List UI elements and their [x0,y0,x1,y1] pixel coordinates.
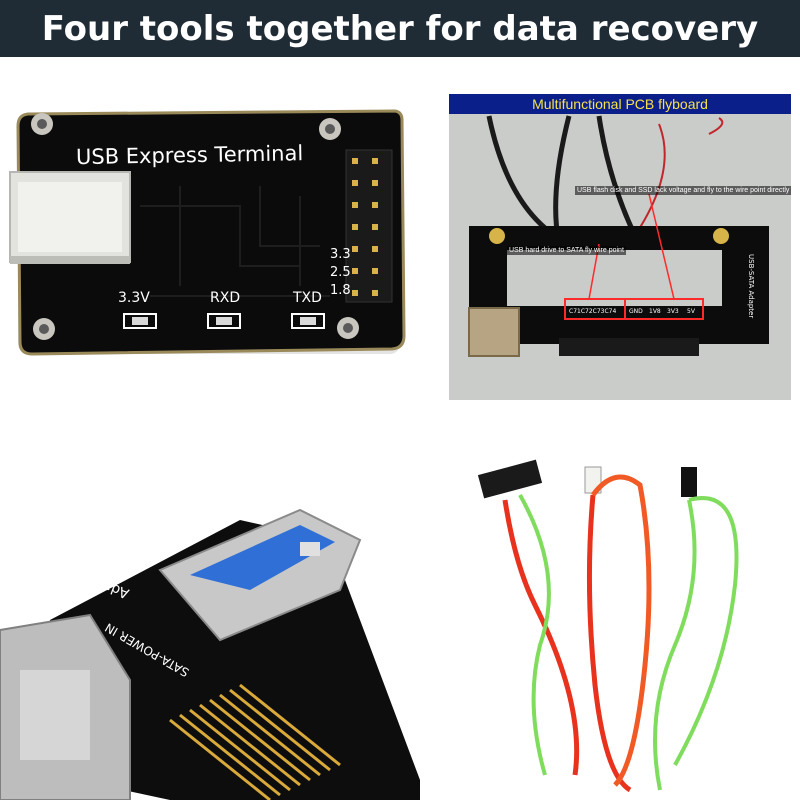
led-label-3v3: 3.3V [118,290,150,306]
flyboard-title: Multifunctional PCB flyboard [449,94,791,114]
adapter-pcb-photo: Adapter PC SATA-POWER IN [0,470,420,800]
voltage-label-2: 2.5 [330,265,351,280]
pin-header [345,149,393,303]
led-label-txd: TXD [292,290,322,306]
adapter-side-label: USB-SATA Adapter [747,254,755,318]
pad-1v8: 1V8 [649,308,661,315]
pads-left-label: C71C72C73C74 [569,308,616,315]
voltage-label-1: 3.3 [330,247,351,262]
flyboard-note-sata: USB hard drive to SATA fly wire point [507,246,626,255]
usb-a-port [158,508,362,642]
pcb-flyboard-photo: C71C72C73C74 GND 1V8 3V3 5V USB-SATA Ada… [449,94,791,400]
pad-gnd: GND [629,308,643,315]
usb-express-terminal-photo: USB Express Terminal 3.3 2.5 1.8 3.3V RX… [0,86,430,416]
led-label-rxd: RXD [210,290,240,306]
sata-cables-photo [445,445,800,800]
screw-holes [31,113,359,340]
led-pads [123,313,325,329]
pad-5v: 5V [687,308,696,315]
usb-b-port [0,613,131,800]
flyboard-note-fly: USB flash disk and SSD lack voltage and … [575,186,791,195]
voltage-label-3: 1.8 [330,283,351,298]
usb-b-connector [9,171,131,264]
banner: Four tools together for data recovery [0,0,800,57]
adapter-label-top: Adapter PC [52,559,131,601]
sata-connector [477,459,697,499]
banner-title: Four tools together for data recovery [41,8,759,49]
terminal-title: USB Express Terminal [76,141,304,169]
pad-3v3: 3V3 [667,308,679,315]
